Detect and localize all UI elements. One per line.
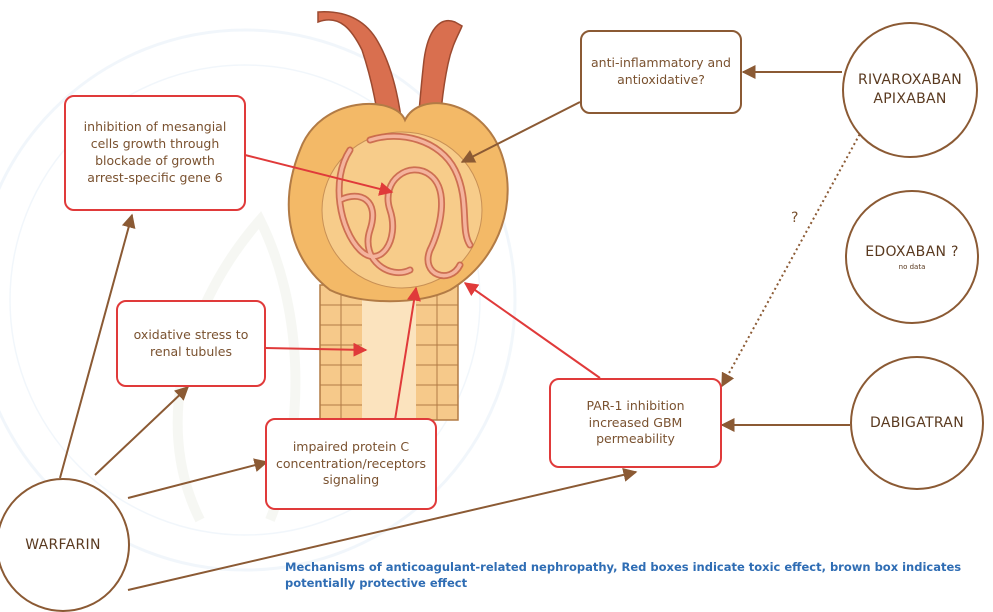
circle-warfarin: WARFARIN	[0, 478, 130, 612]
box-protein-c: impaired protein C concentration/recepto…	[265, 418, 437, 510]
box-anti-inflammatory-text: anti-inflammatory and antioxidative?	[590, 55, 732, 89]
drug-warfarin-label: WARFARIN	[25, 536, 100, 555]
box-oxidative-text: oxidative stress to renal tubules	[126, 327, 256, 361]
drug-dabigatran-label: DABIGATRAN	[870, 414, 964, 433]
glomerulus-illustration	[289, 12, 508, 420]
arrow-par1-to-glomerulus	[465, 283, 600, 378]
box-mesangial-text: inhibition of mesangial cells growth thr…	[74, 119, 236, 187]
edoxaban-note: no data	[899, 263, 926, 271]
figure-caption: Mechanisms of anticoagulant-related neph…	[285, 560, 990, 591]
circle-rivaroxaban-apixaban: RIVAROXABAN APIXABAN	[842, 22, 978, 158]
question-mark-label: ?	[791, 210, 798, 226]
arrow-rivaroxaban-to-par1-dotted	[722, 130, 862, 386]
box-anti-inflammatory: anti-inflammatory and antioxidative?	[580, 30, 742, 114]
box-par1-text: PAR-1 inhibition increased GBM permeabil…	[559, 398, 712, 449]
circle-dabigatran: DABIGATRAN	[850, 356, 984, 490]
drug-edoxaban-label: EDOXABAN ?	[865, 243, 958, 262]
box-protein-c-text: impaired protein C concentration/recepto…	[275, 439, 427, 490]
box-mesangial-inhibition: inhibition of mesangial cells growth thr…	[64, 95, 246, 211]
circle-edoxaban: EDOXABAN ? no data	[845, 190, 979, 324]
box-oxidative-stress: oxidative stress to renal tubules	[116, 300, 266, 387]
drug-rivaroxaban-label: RIVAROXABAN	[858, 71, 962, 90]
arrow-warfarin-to-proteinc	[128, 462, 267, 498]
drug-apixaban-label: APIXABAN	[873, 90, 946, 109]
box-par1-inhibition: PAR-1 inhibition increased GBM permeabil…	[549, 378, 722, 468]
